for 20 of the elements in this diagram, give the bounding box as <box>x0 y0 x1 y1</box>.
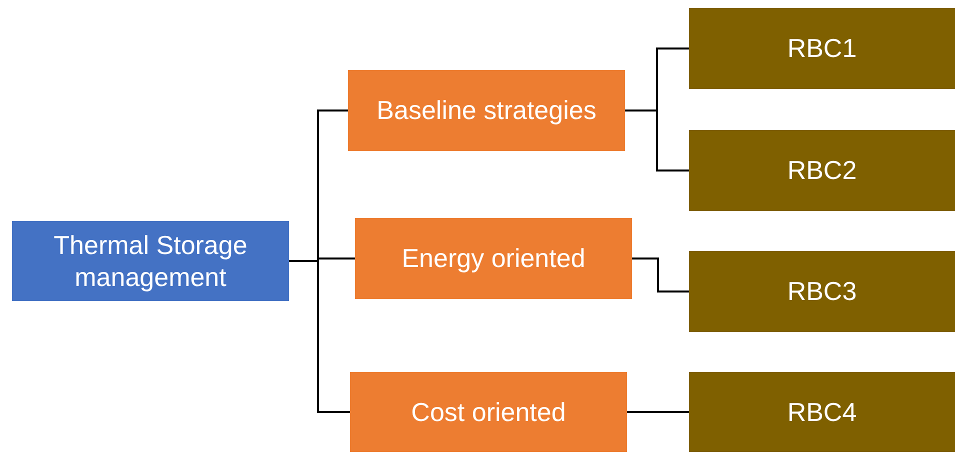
node-label: Energy oriented <box>402 242 586 275</box>
node-label: RBC3 <box>787 275 857 308</box>
connector-line <box>632 258 689 292</box>
node-label: Baseline strategies <box>376 94 596 127</box>
node-label: RBC2 <box>787 154 857 187</box>
category-box <box>350 372 627 452</box>
leaf-box <box>689 8 955 89</box>
leaf-box <box>689 372 955 452</box>
connector-line <box>625 110 689 172</box>
category-box <box>355 218 632 299</box>
node-label: Cost oriented <box>411 396 566 428</box>
connector-line <box>627 411 689 413</box>
root-box <box>12 221 289 301</box>
node-label: RBC4 <box>787 396 857 428</box>
connector-line <box>289 260 350 413</box>
node-label: Thermal Storage management <box>52 228 248 294</box>
node-label: RBC1 <box>787 32 857 65</box>
leaf-box <box>689 251 955 332</box>
category-box <box>348 70 625 151</box>
leaf-box <box>689 130 955 211</box>
